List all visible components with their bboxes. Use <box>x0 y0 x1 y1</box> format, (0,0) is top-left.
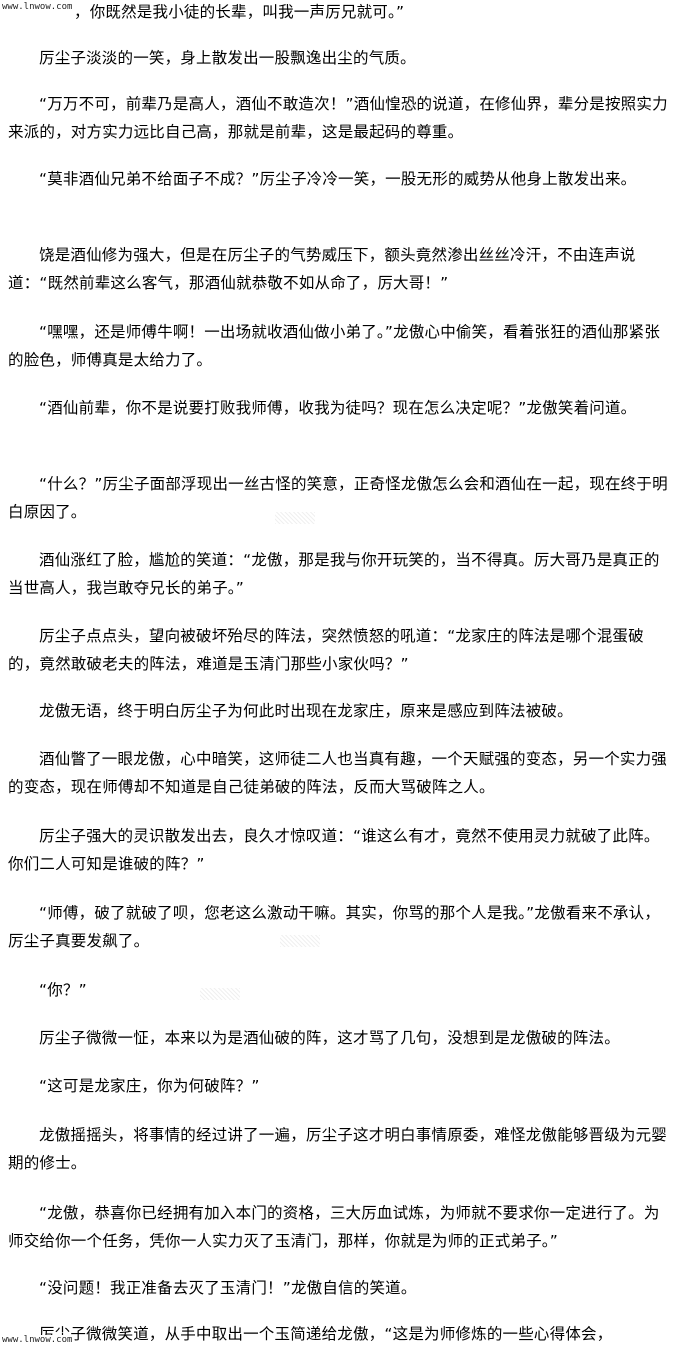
paragraph: 酒仙涨红了脸，尴尬的笑道：“龙傲，那是我与你开玩笑的，当不得真。厉大哥乃是真正的… <box>8 551 660 597</box>
paragraph: “莫非酒仙兄弟不给面子不成？”厉尘子冷冷一笑，一股无形的威势从他身上散发出来。 <box>39 170 637 188</box>
paragraph: 酒仙瞥了一眼龙傲，心中暗笑，这师徒二人也当真有趣，一个天赋强的变态，另一个实力强… <box>8 750 668 796</box>
scan-smudge <box>200 988 240 1000</box>
paragraph: 龙傲无语，终于明白厉尘子为何此时出现在龙家庄，原来是感应到阵法被破。 <box>39 702 573 720</box>
paragraph: “酒仙前辈，你不是说要打败我师傅，收我为徒吗？现在怎么决定呢？”龙傲笑着问道。 <box>39 399 637 417</box>
paragraph: 厉尘子微微一怔，本来以为是酒仙破的阵，这才骂了几句，没想到是龙傲破的阵法。 <box>39 1029 620 1047</box>
paragraph: “嘿嘿，还是师傅牛啊！一出场就收酒仙做小弟了。”龙傲心中偷笑，看着张狂的酒仙那紧… <box>8 323 661 369</box>
paragraph: 厉尘子淡淡的一笑，身上散发出一股飘逸出尘的气质。 <box>39 49 416 67</box>
scan-smudge <box>275 512 315 524</box>
paragraph: “这可是龙家庄，你为何破阵？” <box>39 1077 260 1095</box>
scan-smudge <box>280 935 320 947</box>
paragraph: “万万不可，前辈乃是高人，酒仙不敢造次！”酒仙惶恐的说道，在修仙界，辈分是按照实… <box>8 95 668 141</box>
paragraph: 龙傲摇摇头，将事情的经过讲了一遍，厉尘子这才明白事情原委，难怪龙傲能够晋级为元婴… <box>8 1126 668 1172</box>
paragraph: 厉尘子点点头，望向被破坏殆尽的阵法，突然愤怒的吼道：“龙家庄的阵法是哪个混蛋破的… <box>8 627 644 673</box>
paragraph: 饶是酒仙修为强大，但是在厉尘子的气势威压下，额头竟然渗出丝丝冷汗，不由连声说道：… <box>8 246 636 292</box>
paragraph: ，你既然是我小徒的长辈，叫我一声厉兄就可。” <box>74 3 405 21</box>
paragraph: 厉尘子强大的灵识散发出去，良久才惊叹道：“谁这么有才，竟然不使用灵力就破了此阵。… <box>8 827 660 873</box>
paragraph: “没问题！我正准备去灭了玉清门！”龙傲自信的笑道。 <box>39 1279 417 1297</box>
paragraph: “你？” <box>39 981 87 999</box>
paragraph: 厉尘子微微笑道，从手中取出一个玉简递给龙傲，“这是为师修炼的一些心得体会， <box>39 1325 613 1343</box>
paragraph: “师傅，破了就破了呗，您老这么激动干嘛。其实，你骂的那个人是我。”龙傲看来不承认… <box>8 904 661 950</box>
paragraph: “什么？”厉尘子面部浮现出一丝古怪的笑意，正奇怪龙傲怎么会和酒仙在一起，现在终于… <box>8 475 668 521</box>
watermark-top: www.lnwow.com <box>2 2 73 12</box>
paragraph: “龙傲，恭喜你已经拥有加入本门的资格，三大厉血试炼，为师就不要求你一定进行了。为… <box>8 1204 660 1250</box>
watermark-bottom: www.lnwow.com <box>2 1335 73 1345</box>
